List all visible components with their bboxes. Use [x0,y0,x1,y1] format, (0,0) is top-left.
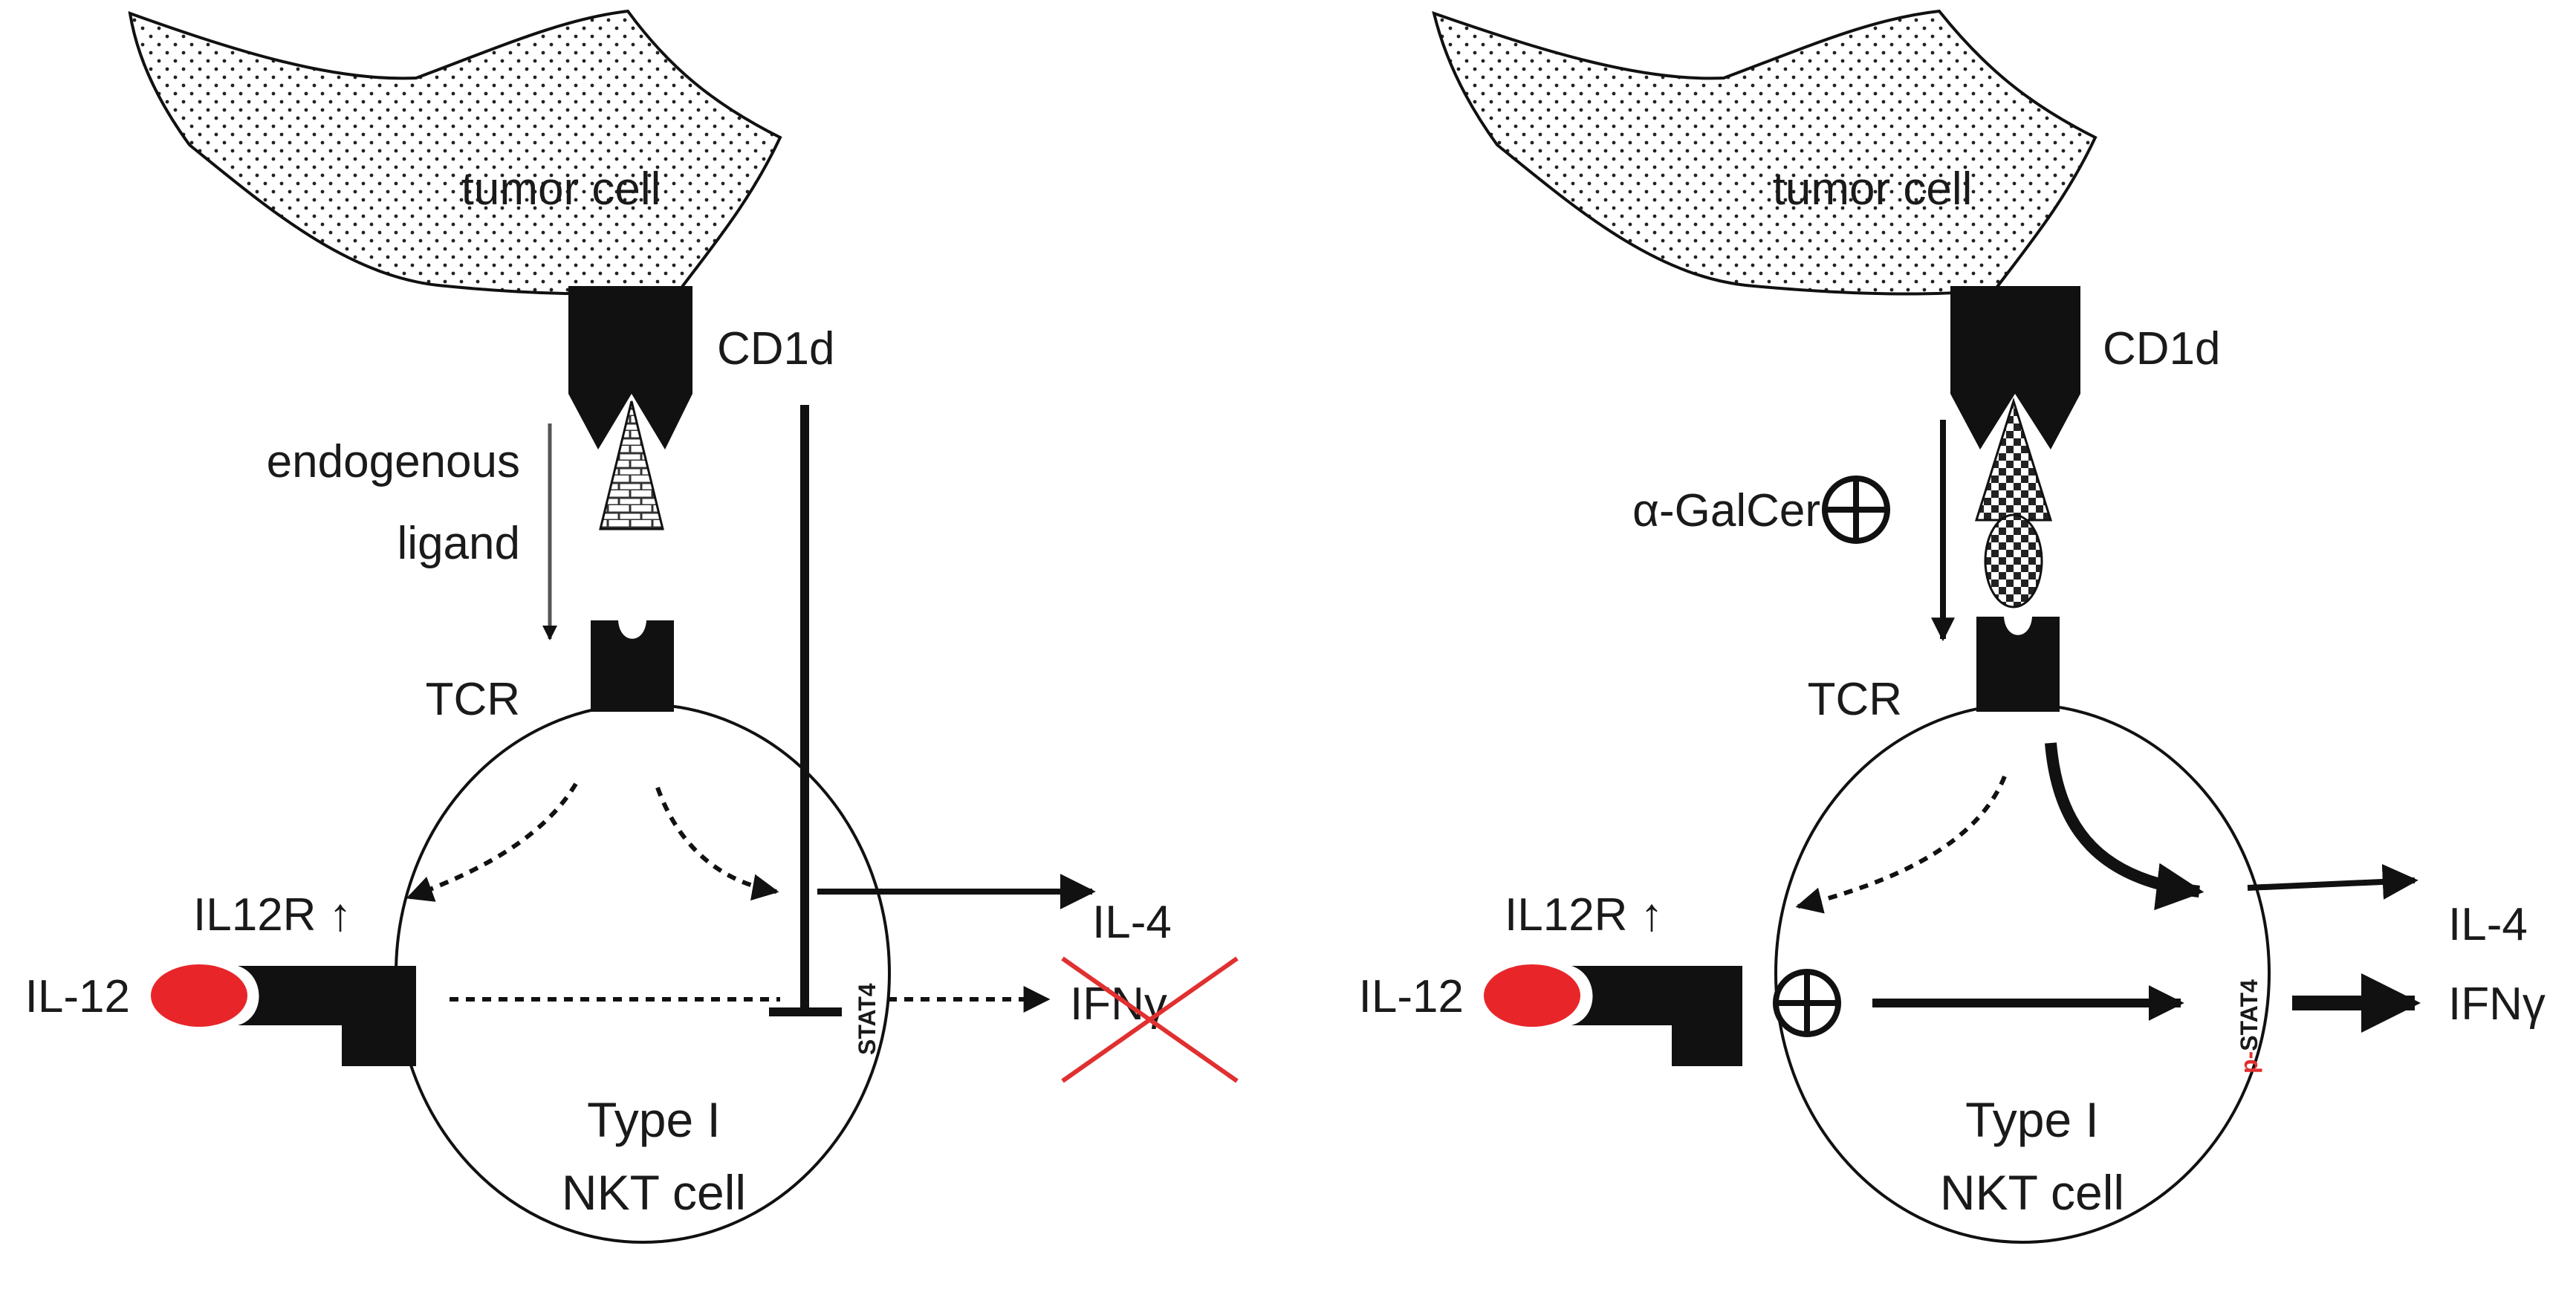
cd1d-label: CD1d [717,323,835,374]
ligand-label-line2: ligand [398,518,520,569]
to-il4-arrow [2247,863,2418,900]
il4-label: IL-4 [2448,899,2528,950]
cell-label-line1: Type I [1965,1092,2099,1147]
cell-label-line2: NKT cell [562,1165,746,1220]
tcr-to-pstat4-arrow [2045,742,2204,911]
tcr-to-il12r-dotted-arrow [406,782,578,902]
tcr-receptor [591,620,674,712]
pstat4-label: p-STAT4 [2236,979,2262,1074]
endogenous-ligand-triangle [599,400,664,530]
right-panel: tumor cell CD1d α-GalCer TCR Type I NKT … [1359,9,2546,1244]
ligand-label-line1: endogenous [267,436,520,487]
tcr-label: TCR [426,674,520,725]
il12-ligand [1484,964,1580,1027]
left-panel: tumor cell CD1d endogenous ligand TCR Ty… [25,9,1239,1244]
stat4-label: STAT4 [854,983,880,1055]
il4-label: IL-4 [1092,897,1172,948]
il12-ligand [151,964,247,1027]
ifng-label: IFNγ [2448,978,2546,1030]
tumor-cell-shape [1432,9,2098,296]
nkt-cell [1774,703,2271,1244]
tcr-to-il12r-dotted-arrow [1795,775,2007,914]
pstat4-name: STAT4 [2236,979,2262,1051]
nkt-cell [395,703,891,1244]
tumor-cell-shape [128,9,782,296]
circled-plus-icon [1822,476,1890,544]
il12r-label: IL12R ↑ [1505,889,1664,941]
il12r-label: IL12R ↑ [193,889,352,941]
circled-plus-icon [1773,969,1841,1037]
il12r-receptor [1571,966,1742,1066]
tcr-receptor [1976,617,2060,712]
cd1d-molecule [1950,286,2080,449]
cd1d-label: CD1d [2103,323,2221,374]
alpha-galcer-ligand [1974,397,2053,608]
cell-label-line2: NKT cell [1940,1165,2124,1220]
il12-label: IL-12 [25,971,130,1022]
tcr-label: TCR [1808,674,1902,725]
tumor-cell-label: tumor cell [1773,163,1973,215]
cd1d-molecule [568,286,692,449]
il12r-receptor [238,966,416,1066]
pstat4-prefix: p- [2236,1051,2262,1074]
cell-label-line1: Type I [587,1092,721,1147]
tumor-cell-label: tumor cell [461,163,661,215]
ifng-cross-out [1061,956,1239,1083]
tcr-to-stat4-dotted-arrow [655,786,779,901]
ligand-label: α-GalCer [1632,485,1820,536]
il12-label: IL-12 [1359,971,1464,1022]
